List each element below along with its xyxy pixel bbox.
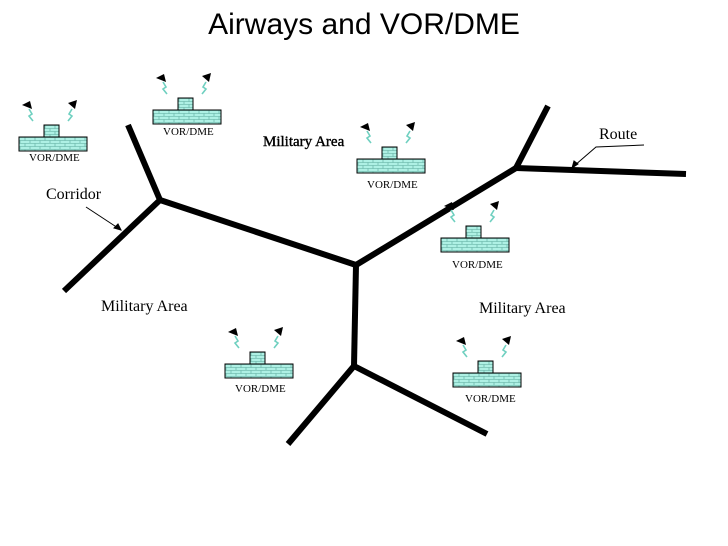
airway-segment (125, 123, 163, 202)
route-leader (573, 144, 645, 167)
vor-dme-station (356, 121, 426, 174)
military-area-label: Military Area (479, 300, 566, 317)
vor-dme-station (440, 200, 510, 253)
route-label: Route (599, 126, 637, 143)
airway-segment (285, 364, 357, 446)
corridor-line (61, 197, 163, 294)
leader-lines (85, 144, 645, 231)
military-area-label: Military Area (263, 134, 345, 150)
airway-segment (352, 363, 489, 437)
vor-dme-station (224, 326, 294, 379)
vor-dme-station (152, 72, 222, 125)
route-arrowhead (571, 160, 579, 170)
vor-dme-station (452, 335, 522, 388)
airway-segment (159, 197, 357, 268)
station-label: VOR/DME (29, 152, 80, 164)
corridor-arrowhead (113, 223, 122, 231)
airway-segment (513, 104, 551, 170)
military-area-label: Military Area (101, 298, 188, 315)
vor-dme-station (18, 99, 88, 152)
station-label: VOR/DME (163, 126, 214, 138)
station-label: VOR/DME (465, 393, 516, 405)
airway-segment (354, 165, 518, 268)
page-title: Airways and VOR/DME (208, 8, 520, 41)
station-label: VOR/DME (367, 179, 418, 191)
corridor-label: Corridor (46, 186, 102, 203)
station-label: VOR/DME (452, 259, 503, 271)
station-label: VOR/DME (235, 383, 286, 395)
airway-lines (61, 104, 687, 446)
airway-segment (351, 264, 359, 367)
route-line (515, 165, 687, 177)
